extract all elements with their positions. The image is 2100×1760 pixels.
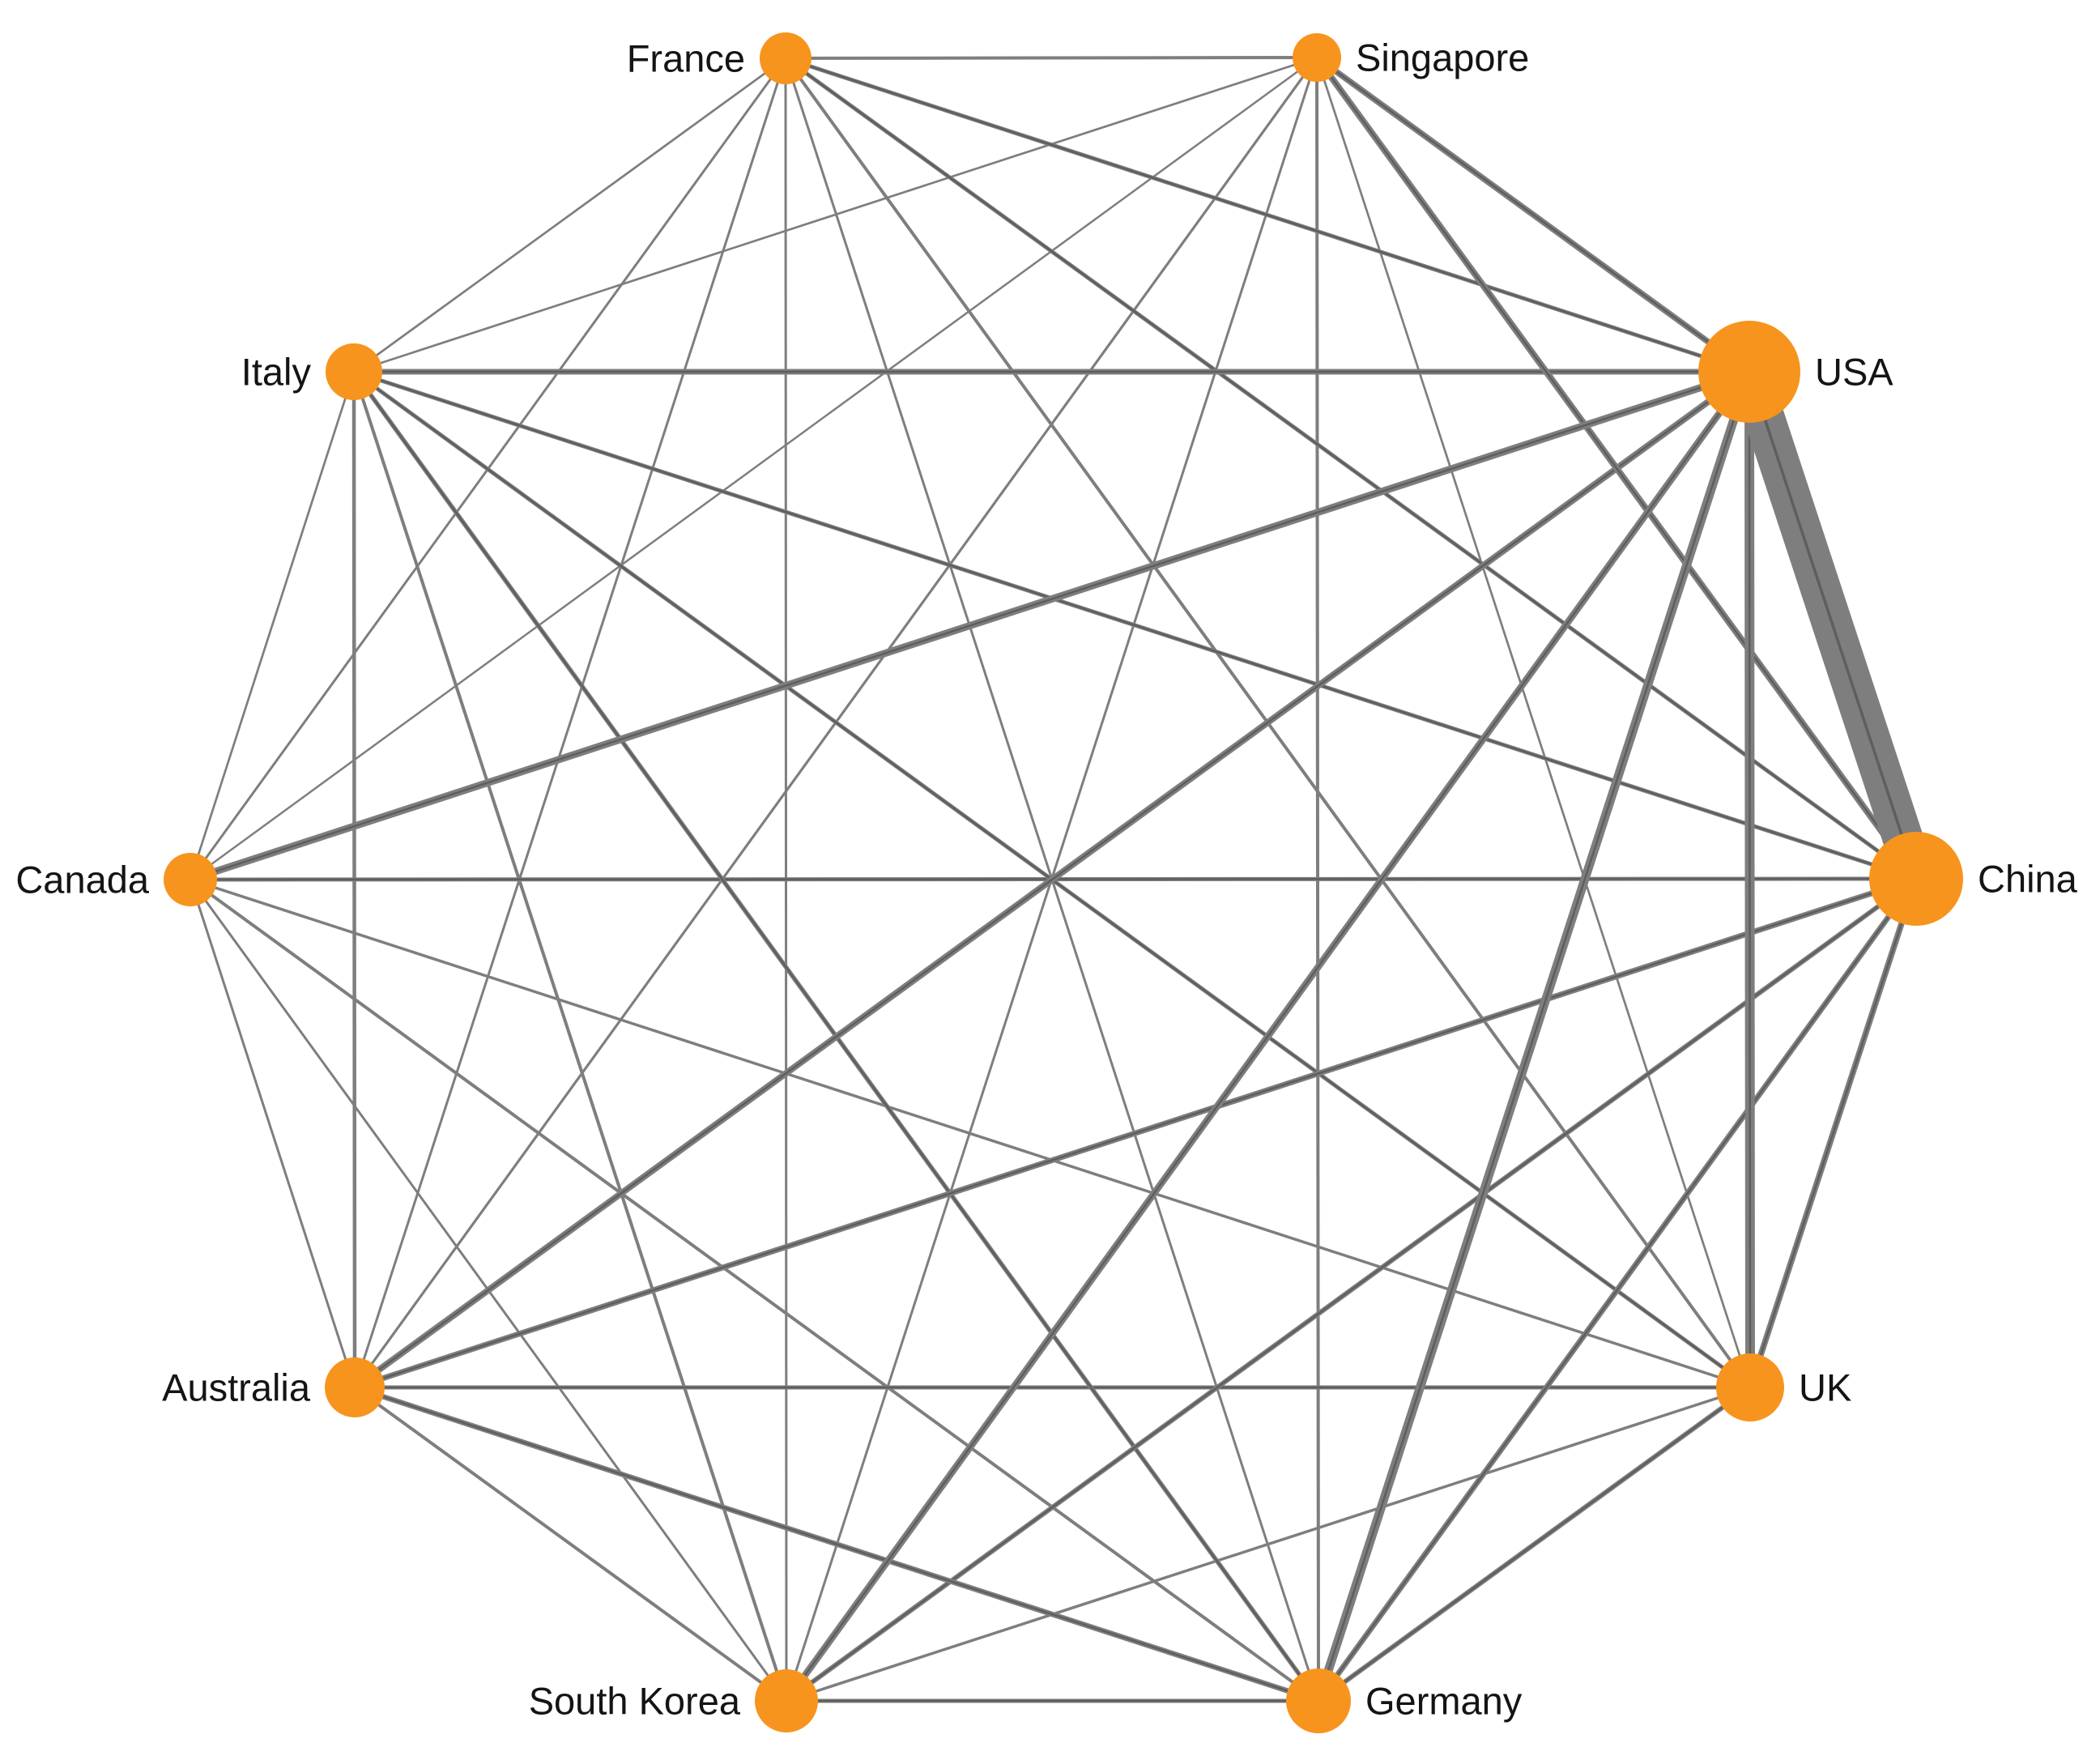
edge-core-usa-australia [354,370,1750,1389]
edge-core-china-italy [353,370,1917,880]
label-france: France [627,37,745,80]
label-germany: Germany [1365,1680,1523,1723]
node-germany [1286,1668,1351,1733]
edge-core-china-singapore [1315,57,1918,880]
edge-core-usa-canada [190,370,1750,881]
nodes-layer [164,32,1963,1733]
label-singapore: Singapore [1356,36,1529,79]
edge-core-germany-australia [354,1386,1319,1702]
label-australia: Australia [162,1366,311,1409]
node-australia [325,1357,385,1417]
edge-south_korea-italy [352,371,788,1702]
label-usa: USA [1815,351,1893,394]
node-france [760,32,811,84]
label-china: China [1978,858,2078,901]
edge-australia-south_korea [353,1386,788,1702]
edge-australia-france [353,58,787,1388]
edge-germany-canada [189,878,1320,1702]
edge-core-usa-france [785,57,1750,373]
label-uk: UK [1799,1366,1851,1409]
edge-canada-italy [189,371,356,880]
edge-italy-france [353,57,786,373]
edge-core-usa-germany [1317,371,1751,1702]
node-china [1869,832,1963,926]
edge-core-china-france [785,57,1917,880]
edge-core-usa-china [1748,371,1918,880]
node-usa [1698,321,1800,423]
node-south_korea [755,1669,818,1732]
node-canada [164,853,217,906]
edge-core-china-uk [1749,878,1918,1388]
label-canada: Canada [15,859,149,901]
edge-core-usa-uk [1748,371,1752,1388]
edge-core-china-australia [354,877,1917,1389]
node-uk [1716,1353,1784,1421]
label-south_korea: South Korea [529,1680,741,1723]
edge-core-china-germany [1317,878,1918,1702]
edge-core-usa-south_korea [785,371,1751,1702]
edge-core-germany-uk [1318,1386,1751,1702]
edge-canada-singapore [190,56,1318,881]
label-italy: Italy [241,351,312,394]
node-singapore [1293,33,1341,82]
edge-australia-canada [189,879,356,1388]
edge-core-china-south_korea [786,877,1917,1702]
edge-uk-south_korea [786,1386,1751,1702]
node-italy [326,343,382,400]
edge-uk-canada [190,878,1751,1389]
edge-uk-singapore [1315,57,1752,1388]
edges-layer [189,54,1936,1704]
edge-core-usa-singapore [1316,56,1750,373]
